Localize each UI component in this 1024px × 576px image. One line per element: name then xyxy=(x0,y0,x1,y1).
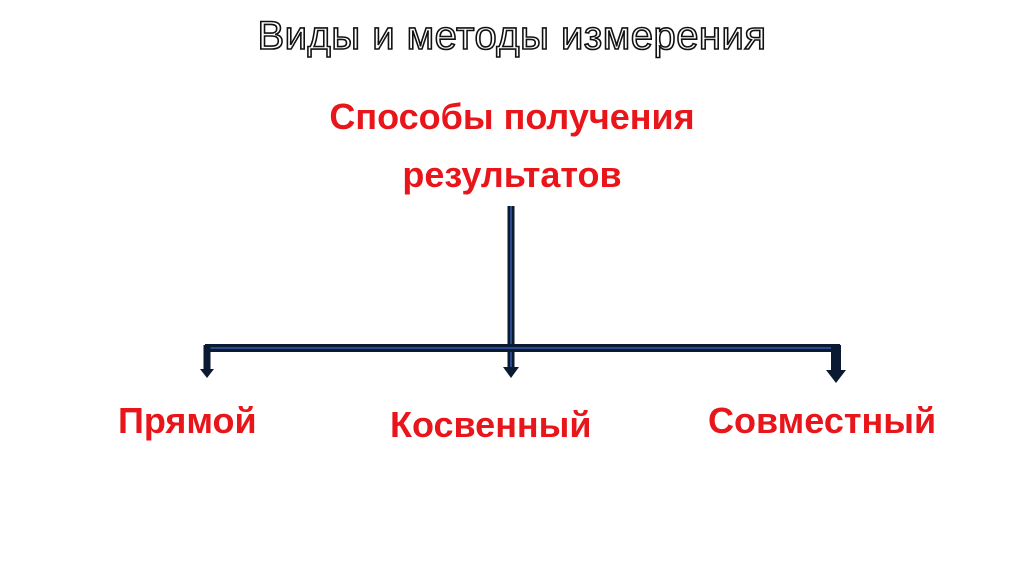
root-node-label: Способы получения результатов xyxy=(262,88,762,204)
arrow-to-node-1 xyxy=(503,367,519,378)
node-indirect: Косвенный xyxy=(390,404,592,445)
root-node-line-2: результатов xyxy=(402,154,622,195)
arrow-to-node-2 xyxy=(826,345,846,383)
arrow-to-node-0 xyxy=(200,345,214,378)
node-direct: Прямой xyxy=(118,400,257,441)
root-node-line-1: Способы получения xyxy=(329,96,695,137)
node-joint: Совместный xyxy=(708,400,937,441)
slide-title: Виды и методы измерения xyxy=(257,13,767,59)
